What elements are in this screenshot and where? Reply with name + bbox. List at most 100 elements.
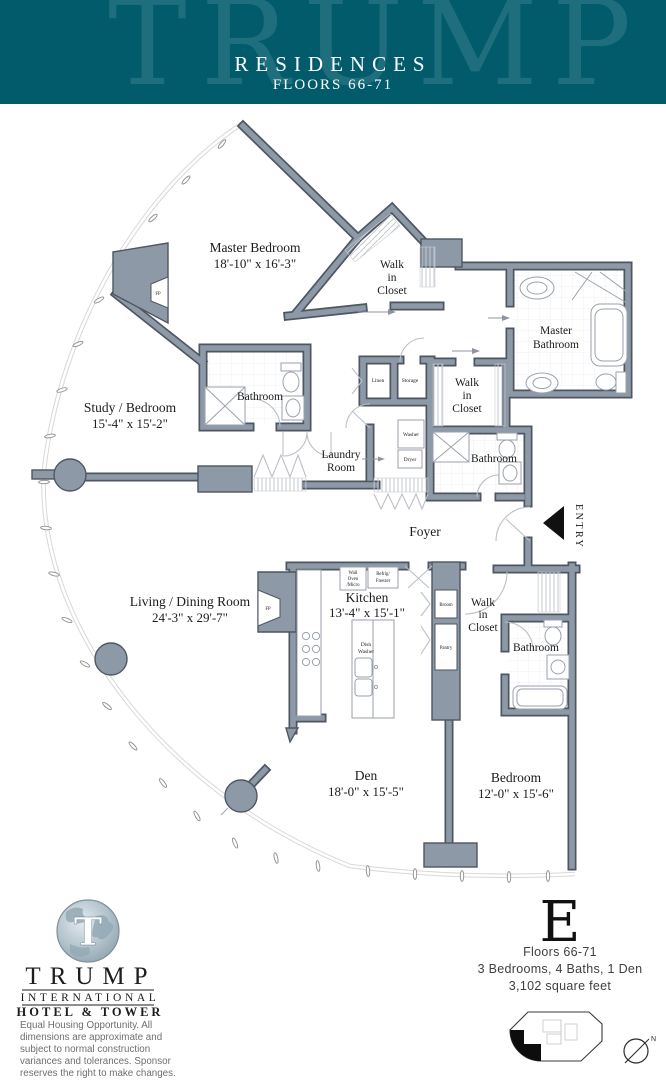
- refrigerator-label: Refrig/: [376, 572, 390, 577]
- wall-oven-label: Wall: [349, 571, 359, 576]
- laundry-label: Laundry: [322, 449, 361, 461]
- wall-oven-label: Oven: [348, 577, 359, 582]
- key-plan: [509, 1011, 603, 1062]
- disclaimer: Equal Housing Opportunity. All dimension…: [20, 1020, 176, 1079]
- disclaimer-line: dimensions are approximate and: [20, 1032, 162, 1043]
- room-labels: Master Bedroom 18'-10" x 16'-3" Walk in …: [84, 240, 579, 801]
- disclaimer-line: subject to normal construction: [20, 1044, 150, 1055]
- master-bathroom-label: Bathroom: [533, 339, 579, 351]
- study-bathroom-label: Bathroom: [237, 391, 283, 403]
- bedroom-label: Bedroom: [491, 770, 542, 785]
- washer-box: [397, 419, 425, 449]
- hall-bathroom-label: Bathroom: [471, 453, 517, 465]
- entry-marker: ENTRY: [543, 504, 584, 549]
- fixtures-layer: [204, 271, 628, 719]
- unit-highlight: [510, 1030, 541, 1061]
- bedroom-closet-label: Closet: [468, 622, 498, 634]
- doors-layer: [251, 337, 534, 655]
- foyer-label: Foyer: [409, 524, 441, 539]
- unit-summary: E Floors 66-71 3 Bedrooms, 4 Baths, 1 De…: [478, 890, 643, 993]
- sliding-door-arrows: [358, 309, 510, 462]
- trump-logo: T TRUMP INTERNATIONAL HOTEL & TOWER: [17, 899, 164, 1019]
- wall-oven-label: /Micro: [346, 583, 360, 588]
- trump-watermark: TRUMP: [108, 0, 646, 104]
- kitchen-dims: 13'-4" x 15'-1": [329, 605, 405, 620]
- compass-north-label: N: [651, 1036, 656, 1043]
- curved-window-wall: [38, 121, 576, 883]
- master-bathroom-label: Master: [540, 325, 572, 337]
- pantry-label: Pantry: [440, 646, 453, 651]
- living-dining-label: Living / Dining Room: [130, 594, 251, 609]
- disclaimer-line: Equal Housing Opportunity. All: [20, 1020, 152, 1031]
- dishwasher-label: Washer: [358, 649, 374, 655]
- bedroom-dims: 12'-0" x 15'-6": [478, 786, 554, 801]
- master-bedroom-label: Master Bedroom: [209, 240, 301, 255]
- disclaimer-line: reserves the right to make changes.: [20, 1068, 176, 1079]
- master-bath-fixtures: [519, 271, 628, 394]
- bedroom-closet-label: in: [479, 609, 488, 621]
- entry-arrow-icon: [543, 506, 564, 540]
- kitchen-label: Kitchen: [346, 590, 389, 605]
- header-titles: RESIDENCES FLOORS 66-71: [0, 0, 666, 104]
- unit-config: 3 Bedrooms, 4 Baths, 1 Den: [478, 962, 643, 976]
- den-dims: 18'-0" x 15'-5": [328, 784, 404, 799]
- dryer-label: Dryer: [404, 457, 417, 463]
- hall-bath-fixtures: [432, 431, 522, 485]
- fireplace-label: FP: [265, 607, 271, 612]
- hall-closet-label: Walk: [455, 377, 479, 389]
- disclaimer-line: variances and tolerances. Sponsor: [20, 1056, 172, 1067]
- broom-closet: [434, 589, 458, 619]
- hall-closet-label: Closet: [452, 403, 482, 415]
- logo-line3: HOTEL & TOWER: [17, 1005, 164, 1019]
- refrigerator-label: Freezer: [376, 579, 391, 584]
- bedroom-closet-label: Walk: [471, 597, 495, 609]
- column: [224, 779, 258, 813]
- study-bath-fixtures: [204, 362, 305, 426]
- master-closet-label: Walk: [380, 259, 404, 271]
- living-dining-dims: 24'-3" x 29'-7": [152, 610, 228, 625]
- logo-brand: TRUMP: [25, 963, 156, 990]
- logo-monogram: T: [74, 909, 102, 954]
- master-fireplace-niche: [150, 276, 169, 309]
- bedroom-bathroom-label: Bathroom: [513, 642, 559, 654]
- kitchen-fixtures: [296, 566, 399, 719]
- broom-label: Broom: [439, 603, 453, 608]
- unit-floors: Floors 66-71: [523, 945, 597, 959]
- master-closet-label: in: [388, 272, 397, 284]
- window-mullion-ticks: [38, 139, 551, 883]
- pantry-closet: [434, 623, 458, 671]
- wall-block: [423, 842, 478, 868]
- wall-foot: [285, 727, 300, 744]
- column: [94, 642, 128, 676]
- hall-closet-label: in: [463, 390, 472, 402]
- wall-oven-box: [339, 566, 367, 591]
- living-fireplace-niche: [257, 589, 281, 627]
- entry-label: ENTRY: [573, 504, 584, 549]
- master-fireplace-block: [112, 242, 169, 325]
- wall-block: [197, 465, 253, 493]
- refrigerator-box: [367, 566, 399, 589]
- bedroom-bath-fixtures: [512, 619, 570, 710]
- study-bedroom-label: Study / Bedroom: [84, 400, 177, 415]
- logo-line2: INTERNATIONAL: [21, 992, 160, 1004]
- column: [53, 458, 87, 492]
- study-bedroom-dims: 15'-4" x 15'-2": [92, 416, 168, 431]
- washer-label: Washer: [403, 432, 419, 438]
- master-closet-label: Closet: [377, 285, 407, 297]
- fireplace-label: FP: [155, 292, 161, 297]
- fixture-labels: Linen Storage Washer Dryer Wall Oven /Mi…: [155, 292, 453, 655]
- laundry-label: Room: [327, 462, 355, 474]
- closet-hatches: [253, 213, 561, 613]
- unit-letter: E: [540, 890, 581, 955]
- page-subtitle: FLOORS 66-71: [272, 77, 394, 93]
- compass-icon: N: [623, 1036, 656, 1064]
- page-title: RESIDENCES: [234, 51, 432, 76]
- linen-label: Linen: [372, 378, 385, 384]
- den-label: Den: [355, 768, 378, 783]
- dryer-box: [397, 449, 423, 469]
- header-band: TRUMP RESIDENCES FLOORS 66-71: [0, 0, 666, 104]
- unit-area: 3,102 square feet: [509, 979, 612, 993]
- dishwasher-label: Dish: [361, 642, 371, 648]
